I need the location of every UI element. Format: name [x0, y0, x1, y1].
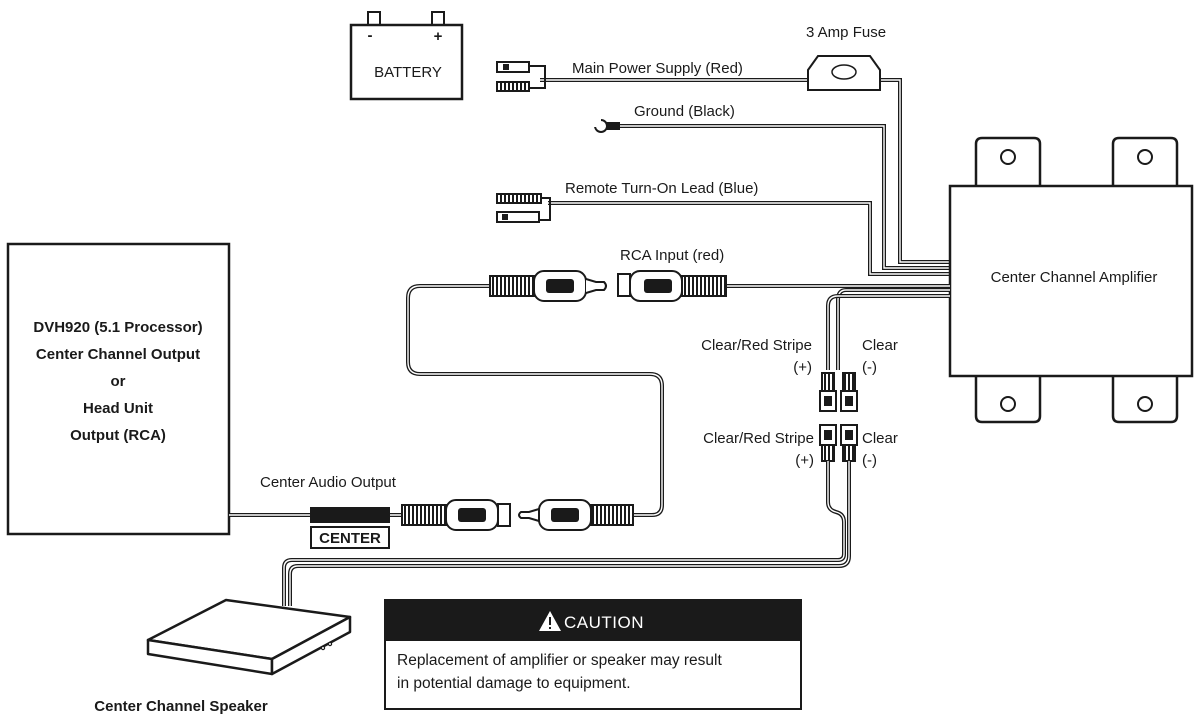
- upper-neg-sign: (-): [862, 359, 877, 376]
- rca-input-label: RCA Input (red): [620, 247, 724, 264]
- fuse-holder: [807, 55, 881, 91]
- main-power-label: Main Power Supply (Red): [572, 60, 743, 77]
- center-output-plug: [401, 499, 511, 531]
- remote-connectors: [496, 193, 551, 223]
- processor-line-5: Output (RCA): [70, 427, 166, 444]
- battery: - + BATTERY: [349, 11, 464, 101]
- upper-spade-connectors: [819, 372, 858, 412]
- caution-title: CAUTION: [564, 613, 644, 632]
- remote-label: Remote Turn-On Lead (Blue): [565, 180, 758, 197]
- lower-spade-connectors: [819, 424, 858, 462]
- center-audio-label: Center Audio Output: [260, 474, 397, 491]
- processor-line-3: or: [111, 373, 126, 390]
- rca-input-plug-female: [617, 270, 727, 302]
- rca-patch-plug-bottom: [518, 499, 634, 531]
- caution-line-2: in potential damage to equipment.: [397, 675, 631, 692]
- warning-triangle-icon: [539, 611, 561, 631]
- processor-line-2: Center Channel Output: [36, 346, 200, 363]
- rca-patch-plug-top: [489, 270, 607, 302]
- battery-pos-terminal: +: [434, 28, 443, 45]
- fuse-label: 3 Amp Fuse: [806, 24, 886, 41]
- speaker-wires-amp-side: [826, 288, 950, 370]
- lower-neg-sign: (-): [862, 452, 877, 469]
- ground-label: Ground (Black): [634, 103, 735, 120]
- battery-label: BATTERY: [374, 64, 442, 81]
- speaker-wires-speaker-side: [282, 461, 851, 606]
- upper-neg-label: Clear: [862, 337, 898, 354]
- center-channel-speaker: [146, 598, 352, 676]
- lower-pos-label: Clear/Red Stripe: [703, 430, 814, 447]
- lower-pos-sign: (+): [795, 452, 814, 469]
- caution-line-1: Replacement of amplifier or speaker may …: [397, 652, 722, 669]
- upper-pos-label: Clear/Red Stripe: [701, 337, 812, 354]
- center-channel-amplifier: [948, 136, 1194, 424]
- ground-wire: [618, 124, 950, 270]
- speaker-label: Center Channel Speaker: [94, 698, 268, 715]
- processor-line-1: DVH920 (5.1 Processor): [33, 319, 202, 336]
- amplifier-label: Center Channel Amplifier: [991, 269, 1158, 286]
- caution-box: [384, 599, 802, 710]
- remote-wire: [548, 201, 950, 276]
- lower-neg-label: Clear: [862, 430, 898, 447]
- processor-line-4: Head Unit: [83, 400, 153, 417]
- center-tag: [310, 507, 390, 549]
- ring-terminals-main: [496, 61, 546, 92]
- main-power-wire: [540, 78, 950, 264]
- upper-pos-sign: (+): [793, 359, 812, 376]
- processor-box: [6, 242, 231, 536]
- battery-neg-terminal: -: [368, 27, 373, 44]
- center-tag-label: CENTER: [319, 530, 381, 547]
- rca-patch-cable: [406, 284, 664, 517]
- ground-lug: [592, 119, 620, 133]
